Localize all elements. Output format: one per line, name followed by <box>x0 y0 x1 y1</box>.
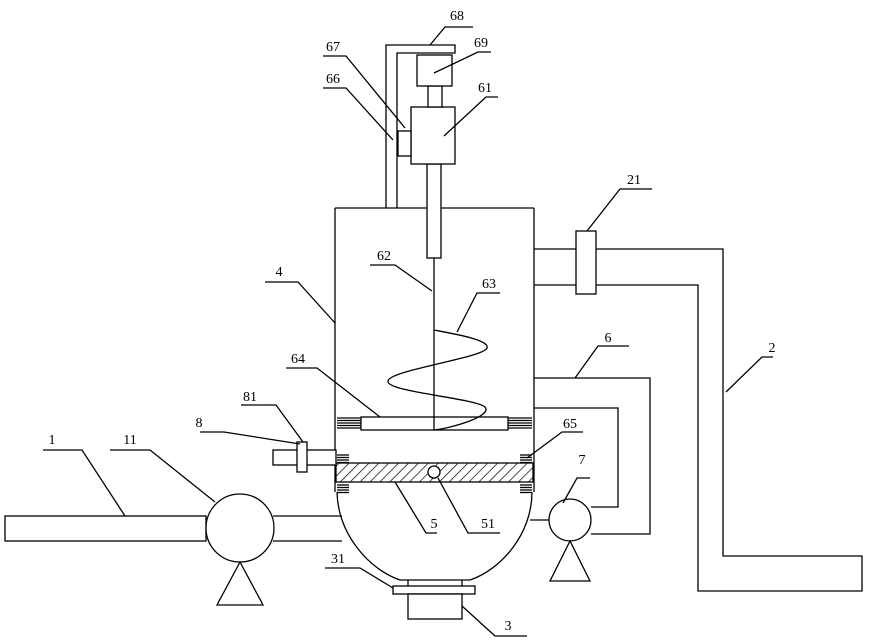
label-5: 5 <box>431 517 438 532</box>
label-81: 81 <box>243 390 257 405</box>
label-61: 61 <box>478 81 492 96</box>
leader-lines <box>43 26 773 637</box>
seal-marks <box>337 417 532 494</box>
label-2: 2 <box>769 341 776 356</box>
label-65: 65 <box>563 417 577 432</box>
label-3: 3 <box>505 619 512 634</box>
label-31: 31 <box>331 552 345 567</box>
helical-blade <box>387 329 488 431</box>
part-labels: 1 11 2 21 3 31 4 5 51 6 61 62 63 64 65 6… <box>49 9 776 634</box>
discharge-outlet <box>392 580 476 620</box>
label-66: 66 <box>326 72 340 87</box>
label-69: 69 <box>474 36 488 51</box>
label-6: 6 <box>605 331 612 346</box>
label-1: 1 <box>49 433 56 448</box>
label-64: 64 <box>291 352 305 367</box>
plate-hole <box>427 465 441 479</box>
stirring-shaft <box>426 163 442 430</box>
inlet-pump <box>205 493 275 606</box>
label-62: 62 <box>377 249 391 264</box>
inlet-pipe <box>4 515 342 542</box>
drive-assembly <box>385 44 456 208</box>
label-21: 21 <box>627 173 641 188</box>
label-68: 68 <box>450 9 464 24</box>
label-8: 8 <box>196 416 203 431</box>
label-67: 67 <box>326 40 340 55</box>
side-valve <box>272 441 337 473</box>
label-63: 63 <box>482 277 496 292</box>
label-11: 11 <box>123 433 136 448</box>
recirculation-loop <box>530 377 651 582</box>
vessel-dome <box>336 491 533 581</box>
overflow-pipe <box>534 230 863 592</box>
label-4: 4 <box>276 265 283 280</box>
label-51: 51 <box>481 517 495 532</box>
label-7: 7 <box>579 453 586 468</box>
